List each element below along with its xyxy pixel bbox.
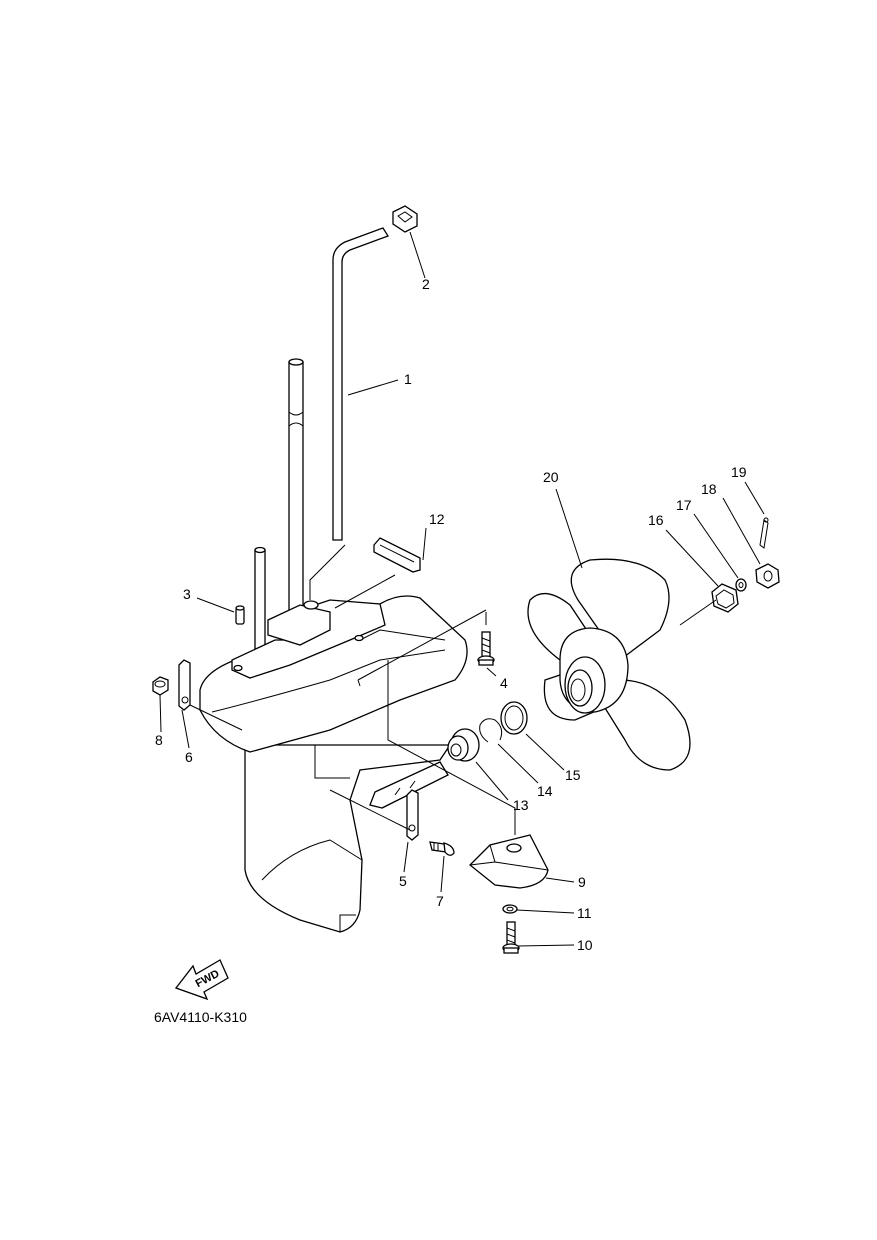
callout-15: 15 bbox=[565, 767, 581, 783]
propeller-part-20 bbox=[527, 558, 691, 771]
bolt-part-4 bbox=[477, 631, 495, 666]
callout-19: 19 bbox=[731, 464, 747, 480]
circlip-part-14 bbox=[479, 718, 503, 743]
fwd-direction-arrow: FWD bbox=[174, 959, 229, 1001]
alignment-lines bbox=[159, 231, 765, 947]
washer-part-17 bbox=[735, 578, 747, 592]
callout-5: 5 bbox=[399, 873, 407, 889]
bushing-part-13 bbox=[447, 728, 480, 762]
diagram-code: 6AV4110-K310 bbox=[154, 1009, 247, 1025]
callout-9: 9 bbox=[578, 874, 586, 890]
dowel-pin-part-3 bbox=[235, 605, 245, 625]
nut-part-18 bbox=[755, 563, 780, 589]
callout-14: 14 bbox=[537, 783, 553, 799]
callout-labels: 1 2 3 4 5 6 7 8 9 10 11 12 13 14 15 16 1… bbox=[155, 276, 747, 953]
water-tube-part-1 bbox=[332, 227, 389, 541]
callout-18: 18 bbox=[701, 481, 717, 497]
bolt-part-10 bbox=[502, 921, 520, 954]
grommet-part-2 bbox=[392, 205, 418, 233]
callout-2: 2 bbox=[422, 276, 430, 292]
callout-10: 10 bbox=[577, 937, 593, 953]
anode-part-9 bbox=[469, 834, 549, 889]
callout-16: 16 bbox=[648, 512, 664, 528]
thrust-washer-part-16 bbox=[711, 583, 739, 613]
callout-20: 20 bbox=[543, 469, 559, 485]
callout-6: 6 bbox=[185, 749, 193, 765]
callout-1: 1 bbox=[404, 371, 412, 387]
callout-12: 12 bbox=[429, 511, 445, 527]
callout-13: 13 bbox=[513, 797, 529, 813]
clip-part-6 bbox=[178, 659, 191, 711]
washer-part-11 bbox=[502, 904, 518, 914]
callout-3: 3 bbox=[183, 586, 191, 602]
o-ring-part-15 bbox=[500, 701, 528, 735]
callout-11: 11 bbox=[577, 905, 592, 921]
drive-shaft bbox=[288, 358, 304, 613]
rubber-seal-part-12 bbox=[373, 537, 421, 573]
cotter-pin-part-19 bbox=[759, 517, 769, 549]
clip-part-5 bbox=[406, 789, 419, 841]
screw-part-7 bbox=[429, 841, 455, 856]
plug-part-8 bbox=[152, 676, 169, 696]
callout-8: 8 bbox=[155, 732, 163, 748]
lower-case-housing bbox=[199, 595, 468, 933]
callout-4: 4 bbox=[500, 675, 508, 691]
callout-17: 17 bbox=[676, 497, 692, 513]
callout-7: 7 bbox=[436, 893, 444, 909]
